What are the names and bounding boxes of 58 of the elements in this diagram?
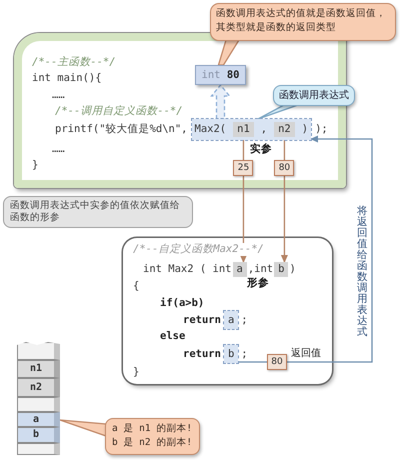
speech-bubble [105,418,200,455]
annotation-label: 形参 [247,277,269,290]
value-tag: 80 [274,160,294,176]
callout-pointer [59,419,107,437]
note-box: 函数调用表达式中实参的值依次赋值给函数的形参 [3,196,193,228]
arrow [287,136,373,363]
code-text: ) [289,263,296,276]
value-tag: 80 [267,354,287,370]
argument-highlight: n1 [233,122,254,137]
block-arrow [210,84,231,120]
code-text: ) [302,123,308,136]
edge-label: 将返回值给函数调用表达式 [357,206,368,338]
memory-cell [17,342,60,360]
code-text: int Max2 ( int [143,263,232,276]
memory-cell: n1 [17,360,60,378]
code-text: , [260,123,268,136]
code-text: Max2( [194,123,226,136]
argument-highlight: n2 [274,122,295,137]
code-comment: /*--自定义函数Max2--*/ [133,242,264,256]
code-text: { [133,280,140,292]
code-comment: /*--调用自定义函数--*/ [55,104,183,118]
code-text: } [133,366,140,378]
memory-cell: n2 [17,378,60,397]
code-text: printf("较大值是%d\n", [55,123,188,136]
code-text: …… [52,88,65,102]
connector-line [242,137,244,160]
note-text: b 是 n2 的副本! [112,436,193,450]
memory-cell: b [17,427,60,443]
code-text: ; [241,348,248,360]
code-text: …… [52,142,65,156]
note-text: a 是 n1 的副本! [112,422,193,436]
arrow [280,176,288,262]
code-text: ,int [248,263,274,276]
code-text: ); [315,123,328,136]
memory-cell: a [17,412,60,427]
dashed-highlight: a [224,311,238,329]
annotation-label: 实参 [250,143,272,156]
arrow [240,176,247,262]
dashed-highlight: b [224,345,238,363]
code-text: if(a>b) [160,296,204,310]
code-text: int main(){ [32,72,102,84]
code-comment: /*--主函数--*/ [32,56,116,68]
code-text: return [183,348,221,360]
value-box: int 80 [195,65,246,85]
callout-pointer [257,104,299,120]
dashed-highlight [192,119,312,140]
parameter-highlight: a [232,262,247,277]
value-tag: 25 [233,160,254,176]
annotation-label: 返回值 [291,348,321,360]
code-text: } [32,158,38,172]
parameter-highlight: b [274,262,288,277]
code-text: return [183,314,221,326]
code-text: ; [241,314,248,326]
memory-cell [17,443,60,455]
connector-line [238,361,267,363]
memory-cell [17,397,60,412]
code-panel [123,238,332,384]
code-text: else [160,330,186,342]
